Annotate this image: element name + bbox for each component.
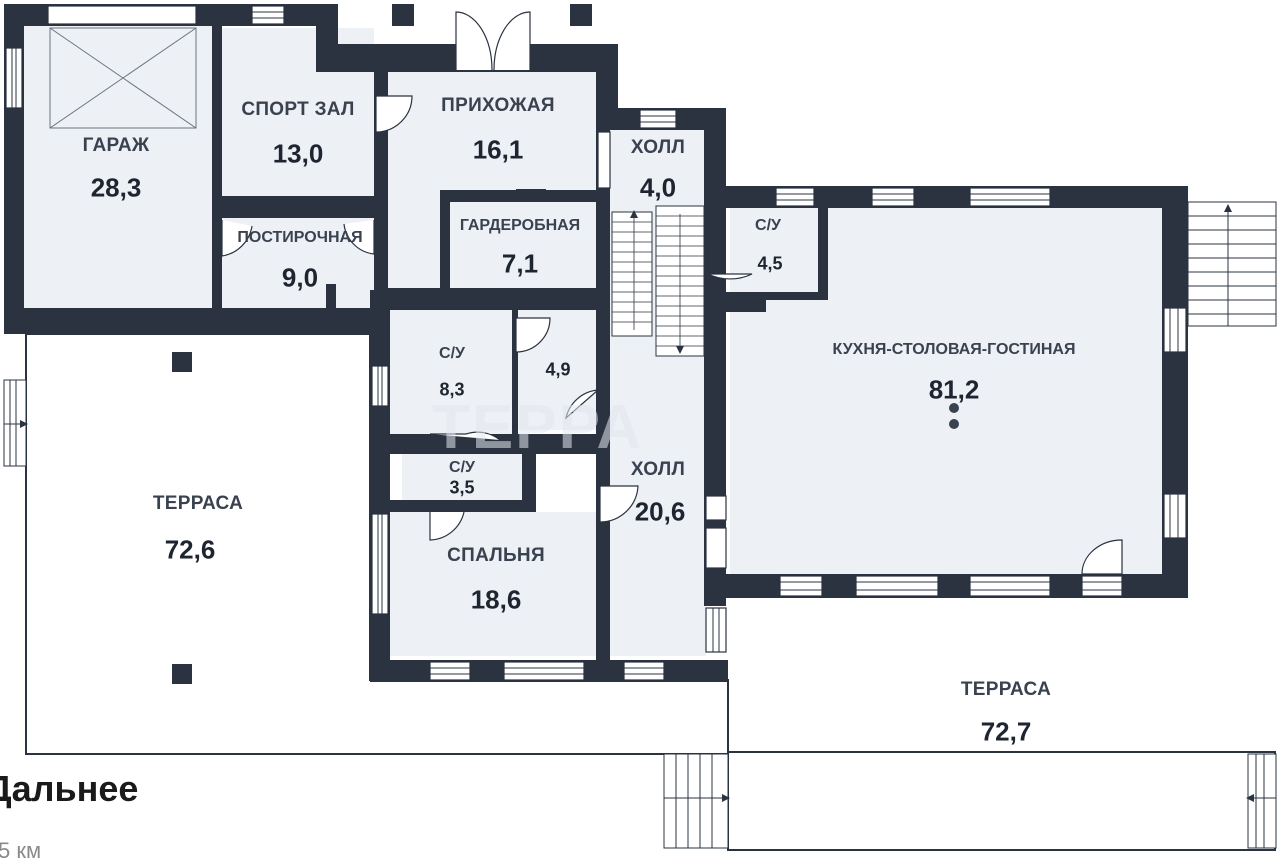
exterior-columns: [172, 4, 592, 684]
windows: [5, 5, 1187, 681]
wc-small-name: С/У: [449, 459, 475, 476]
interior-doors: [221, 95, 1123, 575]
section-heading: Дальнее: [0, 768, 139, 809]
kitchen-name: КУХНЯ-СТОЛОВАЯ-ГОСТИНАЯ: [832, 341, 1076, 358]
garage-area: 28,3: [90, 172, 142, 203]
gym-name: СПОРТ ЗАЛ: [241, 99, 355, 120]
terrace-right-name: ТЕРРАСА: [960, 679, 1052, 700]
bedroom-area: 18,6: [470, 584, 522, 615]
wc-top-name: С/У: [755, 217, 781, 234]
closet-area: 4,9: [545, 359, 571, 380]
stair-treads: [612, 214, 704, 352]
wc-mid-name: С/У: [439, 345, 465, 362]
terrace-right-area: 72,7: [980, 716, 1032, 747]
hallway-area: 16,1: [472, 134, 524, 165]
wc-small-area: 3,5: [449, 477, 475, 498]
gym-area: 13,0: [272, 138, 324, 169]
terrace-left-area: 72,6: [164, 534, 216, 565]
hall-main-area: 20,6: [634, 496, 686, 527]
garage-cross: [49, 27, 197, 129]
wc-top-area: 4,5: [757, 253, 783, 274]
hall-main-name: ХОЛЛ: [630, 459, 686, 480]
hall-top-area: 4,0: [639, 172, 677, 203]
garage-name: ГАРАЖ: [82, 135, 150, 156]
window-lines: [11, 11, 1179, 675]
wardrobe-area: 7,1: [501, 248, 539, 279]
stair-arrows: [630, 210, 684, 354]
bedroom-name: СПАЛЬНЯ: [447, 545, 545, 566]
hallway-name: ПРИХОЖАЯ: [441, 95, 555, 116]
wc-mid-area: 8,3: [439, 379, 465, 400]
wardrobe-name: ГАРДЕРОБНАЯ: [459, 217, 581, 234]
laundry-area: 9,0: [281, 262, 319, 293]
kitchen-area: 81,2: [928, 374, 980, 405]
terrace-left-name: ТЕРРАСА: [152, 493, 244, 514]
hall-top-name: ХОЛЛ: [630, 137, 686, 158]
step-lines: [4, 206, 1276, 848]
step-arrows: [20, 204, 1254, 802]
entrance-door: [455, 11, 531, 71]
kitchen-dots: [949, 403, 959, 429]
distance-text: 5 км: [0, 838, 42, 863]
room-fills: [24, 26, 1162, 656]
laundry-name: ПОСТИРОЧНАЯ: [237, 229, 363, 246]
watermark: ТЕРРА: [432, 393, 644, 462]
staircase: [611, 205, 705, 357]
